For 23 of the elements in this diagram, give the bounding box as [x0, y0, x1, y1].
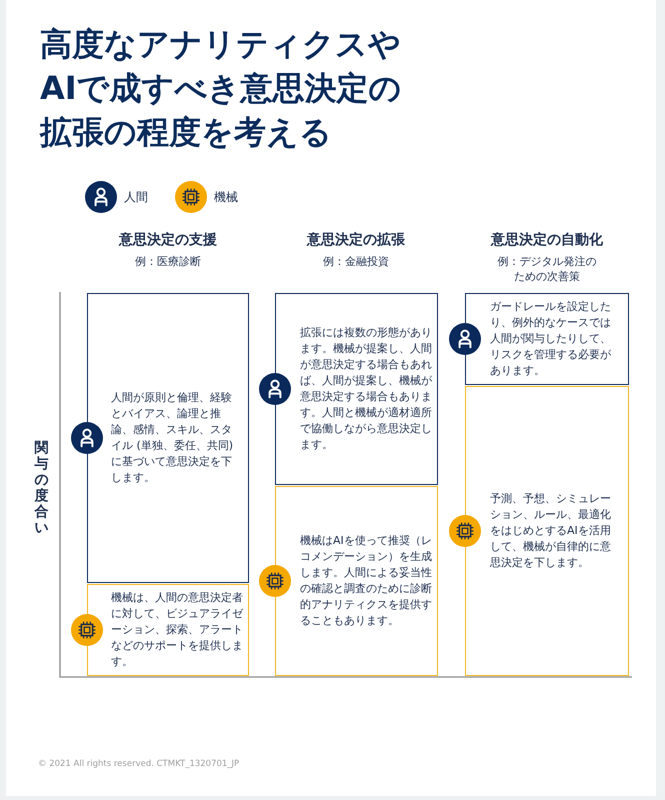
example-text: 例：デジタル発注のための次善策 [496, 254, 598, 284]
description-text: 人間が原則と倫理、経験とバイアス、論理と推論、感情、スキル、スタイル (単独、委任、共同) に基づいて意思決定を下します。 [111, 390, 234, 486]
description-text: ガードレールを設定したり、例外的なケースでは人間が関与したりして、リスクを管理する必要があります。 [490, 299, 612, 379]
description-text: 予測、予想、シミュレーション、ルール、最適化をはじめとするAIを活用して、機械が自律的に意思決定を下します。 [490, 491, 612, 571]
machine-role-panel [275, 486, 438, 676]
column-heading: 意思決定の拡張 [307, 231, 405, 249]
column-heading: 意思決定の自動化 [491, 231, 603, 249]
machine-role-panel [465, 386, 629, 676]
human-role-panel [87, 293, 249, 583]
human-role-panel [275, 293, 438, 485]
description-text: 機械はAIを使って推奨（レコメンデーション）を生成します。人間による妥当性の確認と調査のために診断的アナリティクスを提供することもあります。 [300, 533, 433, 629]
machine-role-panel [87, 584, 249, 676]
description-text: 拡張には複数の形態があります。機械が提案し、人間が意思決定する場合もあれば、人間が提案し、機械が意思決定する場合もあります。人間と機械が適材適所で協働しながら意思決定します。 [300, 325, 433, 453]
description-text: 機械は、人間の意思決定者に対して、ビジュアライゼーション、探索、アラートなどのサポートを提供します。 [111, 590, 244, 670]
human-role-panel [465, 293, 629, 385]
legend-label: 機械 [214, 189, 238, 205]
copyright-text: © 2021 All rights reserved. CTMKT_1320701_JP [38, 758, 240, 770]
example-text: 例：医療診断 [135, 254, 201, 269]
axis-label: 関与の度合い [34, 440, 49, 536]
example-text: 例：金融投資 [323, 254, 389, 269]
column-heading: 意思決定の支援 [119, 231, 217, 249]
legend-label: 人間 [124, 189, 148, 205]
title: 高度なアナリティクスやAIで成すべき意思決定の拡張の程度を考える [40, 24, 403, 153]
